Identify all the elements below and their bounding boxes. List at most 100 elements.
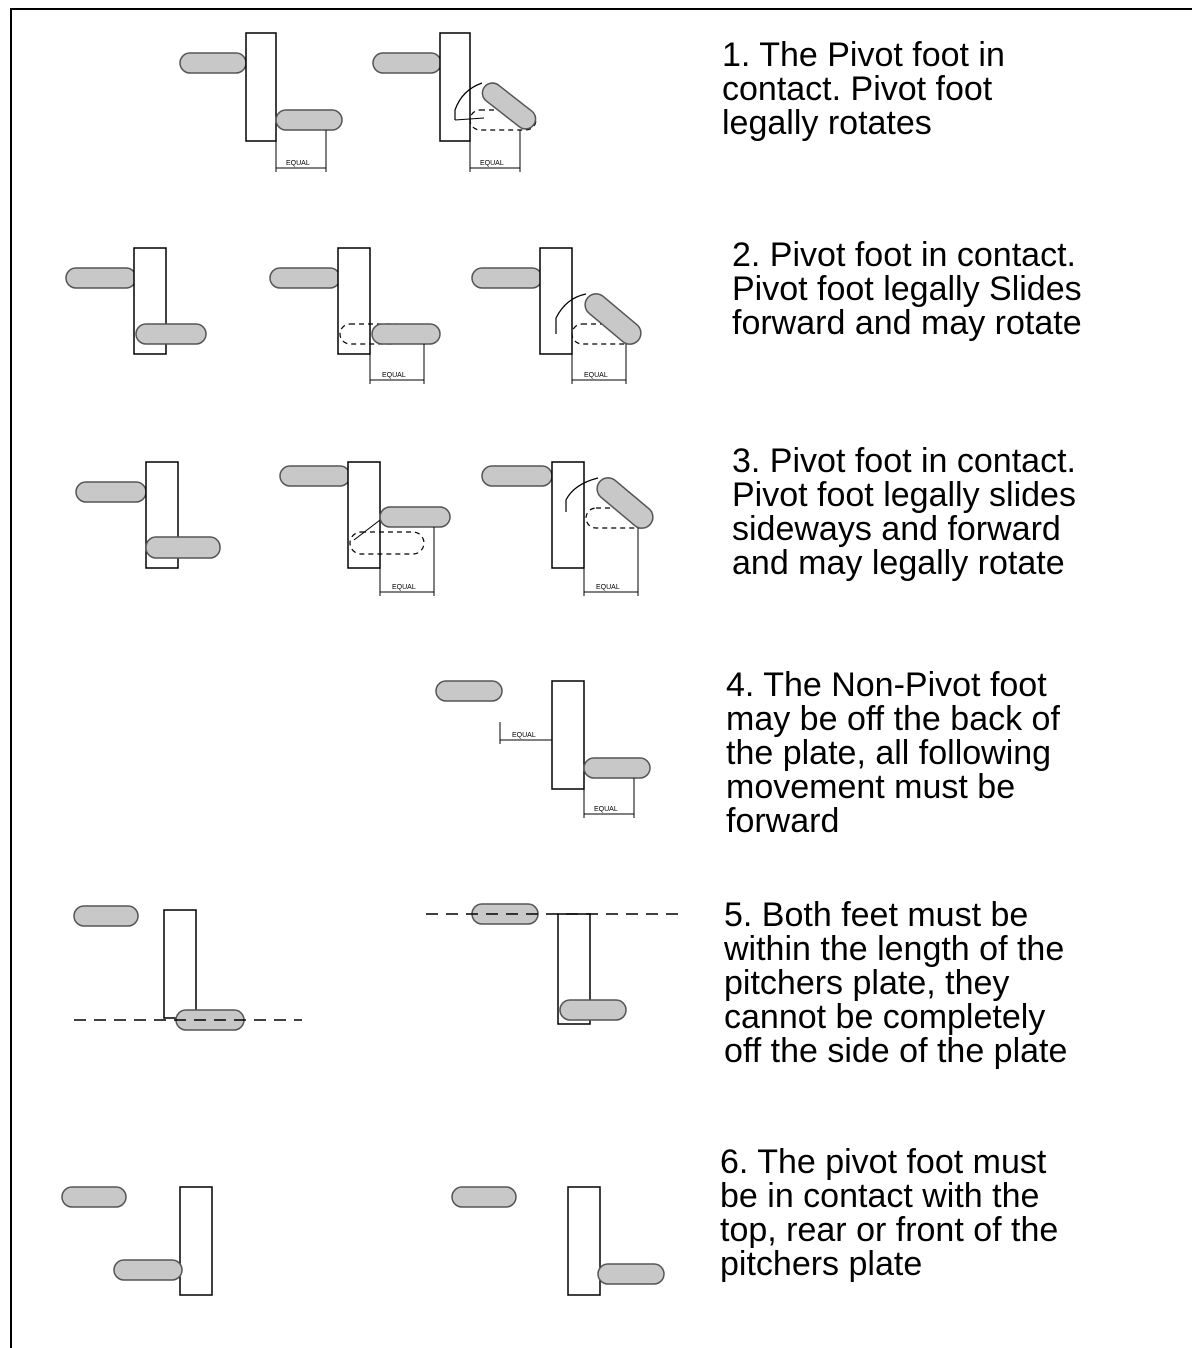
pivot-foot [597, 1263, 665, 1285]
rule-5-line-2: within the length of the [724, 930, 1065, 968]
original-foot-outline [349, 531, 425, 555]
equal-label: EQUAL [594, 806, 618, 813]
non-pivot-foot [65, 267, 137, 289]
pitchers-plate [179, 1186, 213, 1296]
rule-5-line-4: cannot be completely [724, 998, 1046, 1036]
pitchers-plate [439, 32, 471, 142]
non-pivot-foot [61, 1186, 127, 1208]
rotation-arc [555, 293, 587, 334]
pivot-foot [175, 1009, 245, 1031]
equal-dimension: EQUAL [469, 130, 521, 172]
equal-label: EQUAL [584, 372, 608, 379]
equal-label: EQUAL [286, 160, 310, 167]
rule-4-line-3: the plate, all following [726, 734, 1052, 772]
pitchers-plate [567, 1186, 601, 1296]
rule-3-line-1: 3. Pivot foot in contact. [732, 442, 1076, 480]
non-pivot-foot [451, 1186, 517, 1208]
rule-2-line-2: Pivot foot legally Slides [732, 270, 1082, 308]
rule-3-line-4: and may legally rotate [732, 544, 1065, 582]
pitchers-plate [539, 247, 573, 355]
row-1-figure-a: EQUAL [179, 32, 343, 172]
row-2-figure-b: EQUAL [269, 247, 441, 384]
row-3-figure-c: EQUAL [481, 461, 654, 596]
pitchers-plate [245, 32, 277, 142]
rule-4-line-5: forward [726, 802, 840, 840]
row-6-figure-a [61, 1186, 213, 1296]
row-2-figure-c: EQUAL [471, 247, 642, 384]
non-pivot-foot-off-back [435, 680, 503, 702]
rotated-pivot-foot [481, 82, 537, 130]
non-pivot-foot [372, 52, 442, 74]
pitchers-plate [551, 461, 585, 569]
equal-dimension: EQUAL [571, 344, 627, 384]
pitchers-plate [163, 909, 197, 1019]
equal-dimension: EQUAL [275, 130, 327, 172]
pitchers-plate [551, 680, 585, 790]
pivot-foot [113, 1259, 183, 1281]
pivot-foot [145, 536, 221, 559]
pitchers-plate [347, 461, 381, 569]
equal-label: EQUAL [392, 584, 416, 591]
row-1-figure-b: EQUAL [372, 32, 537, 172]
rule-5-line-1: 5. Both feet must be [724, 896, 1029, 934]
rule-2-line-1: 2. Pivot foot in contact. [732, 236, 1076, 274]
rule-1-line-2: contact. Pivot foot [722, 70, 993, 108]
non-pivot-foot [481, 465, 553, 487]
equal-label: EQUAL [596, 584, 620, 591]
equal-label: EQUAL [512, 732, 536, 739]
rule-2-line-3: forward and may rotate [732, 304, 1082, 342]
non-pivot-foot [75, 481, 147, 503]
non-pivot-foot [269, 267, 341, 289]
rule-1-text: 1. The Pivot foot in contact. Pivot foot… [722, 38, 1005, 140]
non-pivot-foot [279, 465, 351, 487]
pivot-foot [135, 323, 207, 345]
row-3-figure-a [75, 461, 221, 569]
rule-5-line-5: off the side of the plate [724, 1032, 1068, 1070]
rotation-arc [565, 477, 599, 512]
equal-dimension: EQUAL [583, 528, 639, 596]
equal-dimension-front: EQUAL [583, 778, 635, 818]
row-2-figure-a [65, 247, 207, 355]
row-6-figure-b [451, 1186, 665, 1296]
rule-4-line-1: 4. The Non-Pivot foot [726, 666, 1047, 704]
row-5-figure-a [73, 905, 302, 1031]
non-pivot-foot [471, 267, 543, 289]
rotation-arc [454, 82, 483, 120]
rule-1-line-3: legally rotates [722, 104, 932, 142]
equal-label: EQUAL [480, 160, 504, 167]
diagram-frame [10, 8, 1192, 1348]
row-5-figure-b [426, 903, 678, 1025]
row-4-figure: EQUAL EQUAL [435, 680, 651, 818]
pivot-foot [275, 109, 343, 131]
equal-label: EQUAL [382, 372, 406, 379]
equal-dimension: EQUAL [379, 527, 435, 596]
pivot-foot-slid-sideways-forward [379, 506, 451, 528]
rule-6-line-4: pitchers plate [720, 1245, 923, 1283]
rule-1-line-1: 1. The Pivot foot in [722, 36, 1005, 74]
rule-3-text: 3. Pivot foot in contact. Pivot foot leg… [732, 444, 1076, 580]
equal-dimension: EQUAL [369, 344, 425, 384]
non-pivot-foot [179, 52, 247, 74]
rule-4-line-2: may be off the back of [726, 700, 1060, 738]
pitchers-plate [337, 247, 371, 355]
row-3-figure-b: EQUAL [279, 461, 451, 596]
rule-4-text: 4. The Non-Pivot foot may be off the bac… [726, 668, 1060, 838]
rule-6-line-3: top, rear or front of the [720, 1211, 1059, 1249]
non-pivot-foot [73, 905, 139, 927]
rotated-pivot-foot [584, 293, 642, 345]
rule-4-line-4: movement must be [726, 768, 1016, 806]
pivot-foot [583, 757, 651, 779]
rule-3-line-3: sideways and forward [732, 510, 1061, 548]
equal-dimension-back: EQUAL [499, 722, 553, 744]
rule-6-line-2: be in contact with the [720, 1177, 1040, 1215]
rule-3-line-2: Pivot foot legally slides [732, 476, 1076, 514]
rule-5-text: 5. Both feet must be within the length o… [724, 898, 1067, 1068]
rule-6-text: 6. The pivot foot must be in contact wit… [720, 1145, 1058, 1281]
rotated-pivot-foot [596, 477, 654, 529]
rule-6-line-1: 6. The pivot foot must [720, 1143, 1047, 1181]
pivot-foot [559, 999, 627, 1021]
rule-2-text: 2. Pivot foot in contact. Pivot foot leg… [732, 238, 1082, 340]
rule-5-line-3: pitchers plate, they [724, 964, 1010, 1002]
pivot-foot-slid-forward [371, 323, 441, 345]
